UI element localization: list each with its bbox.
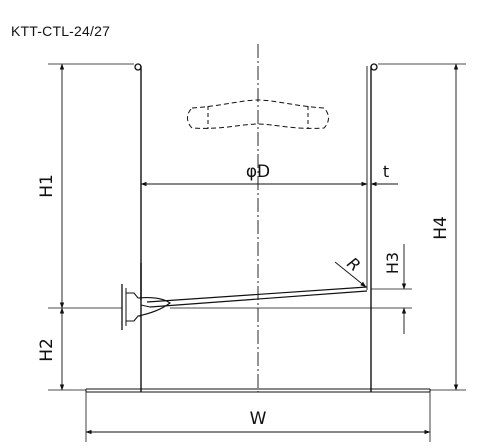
- hidden-handle: [187, 99, 329, 129]
- floor-seam: [140, 304, 151, 308]
- radius-label: R: [343, 254, 364, 276]
- outlet-ferrule-top: [126, 292, 141, 299]
- diameter-label: φD: [246, 162, 270, 182]
- radius-leader: [334, 261, 367, 288]
- outlet-ferrule-bottom: [126, 315, 141, 322]
- width-label: W: [250, 409, 267, 429]
- h3-label: H3: [383, 252, 402, 274]
- model-code-label: KTT-CTL-24/27: [11, 23, 111, 39]
- h4-label: H4: [431, 216, 451, 240]
- floor-top: [146, 286, 368, 303]
- outlet-elbow: [137, 297, 171, 317]
- thickness-label: t: [383, 162, 389, 181]
- floor-bottom: [149, 290, 368, 308]
- h2-label: H2: [37, 338, 57, 362]
- left-rim: [134, 63, 142, 71]
- right-rim: [370, 63, 378, 71]
- h1-label: H1: [37, 174, 57, 198]
